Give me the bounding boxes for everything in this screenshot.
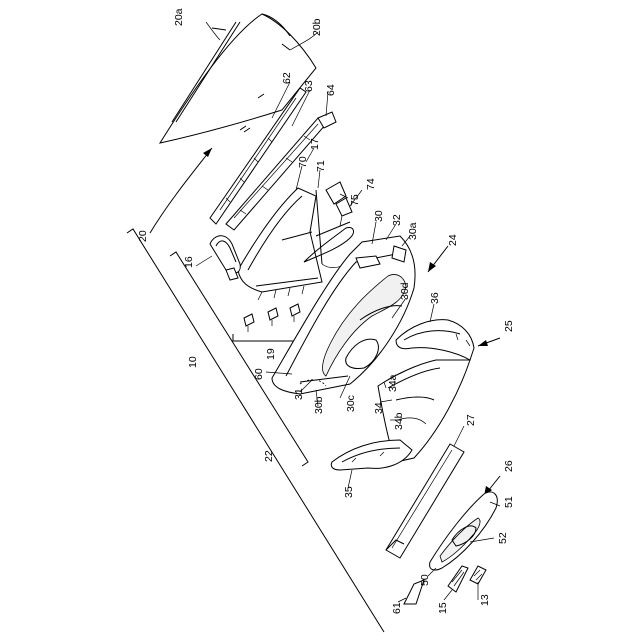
- label-71: 71: [315, 160, 327, 172]
- label-74: 74: [365, 178, 377, 190]
- part-16-mirror: [210, 236, 240, 280]
- label-50: 50: [419, 574, 431, 586]
- label-34a: 34a: [387, 374, 399, 392]
- part-50-51-52-handle: [430, 492, 498, 570]
- label-20b: 20b: [311, 18, 323, 36]
- label-30c: 30c: [345, 395, 357, 412]
- part-13: [470, 566, 486, 584]
- label-15: 15: [437, 602, 449, 614]
- label-22: 22: [263, 450, 275, 462]
- part-15: [448, 566, 468, 592]
- arrow-25-head: [478, 340, 488, 346]
- label-20: 20: [137, 230, 149, 242]
- label-26: 26: [503, 460, 515, 472]
- label-31: 31: [293, 388, 305, 400]
- label-17: 17: [309, 138, 321, 150]
- label-27: 27: [465, 414, 477, 426]
- label-64: 64: [325, 84, 337, 96]
- label-61: 61: [391, 602, 403, 614]
- label-51: 51: [503, 496, 515, 508]
- label-30: 30: [373, 210, 385, 222]
- label-25: 25: [503, 320, 515, 332]
- label-62: 62: [281, 72, 293, 84]
- label-34b: 34b: [393, 412, 405, 430]
- label-60: 60: [253, 368, 265, 380]
- arrow-20-head: [203, 148, 212, 157]
- label-32: 32: [391, 214, 403, 226]
- label-30d: 30d: [399, 282, 411, 300]
- label-63: 63: [303, 80, 315, 92]
- part-19-clips: [244, 304, 300, 332]
- label-10: 10: [187, 356, 199, 368]
- part-35-lower-trim: [331, 440, 412, 470]
- label-24: 24: [447, 234, 459, 246]
- label-75: 75: [349, 194, 361, 206]
- label-52: 52: [497, 532, 509, 544]
- label-30a: 30a: [407, 222, 419, 240]
- part-36-trim: [396, 320, 474, 360]
- label-16: 16: [183, 256, 195, 268]
- label-70: 70: [297, 156, 309, 168]
- label-13: 13: [479, 594, 491, 606]
- label-36: 36: [429, 292, 441, 304]
- label-35: 35: [343, 486, 355, 498]
- arrow-20: [150, 148, 212, 233]
- label-30b: 30b: [313, 396, 325, 414]
- label-20a: 20a: [173, 8, 185, 26]
- label-34: 34: [373, 402, 385, 414]
- label-19: 19: [265, 348, 277, 360]
